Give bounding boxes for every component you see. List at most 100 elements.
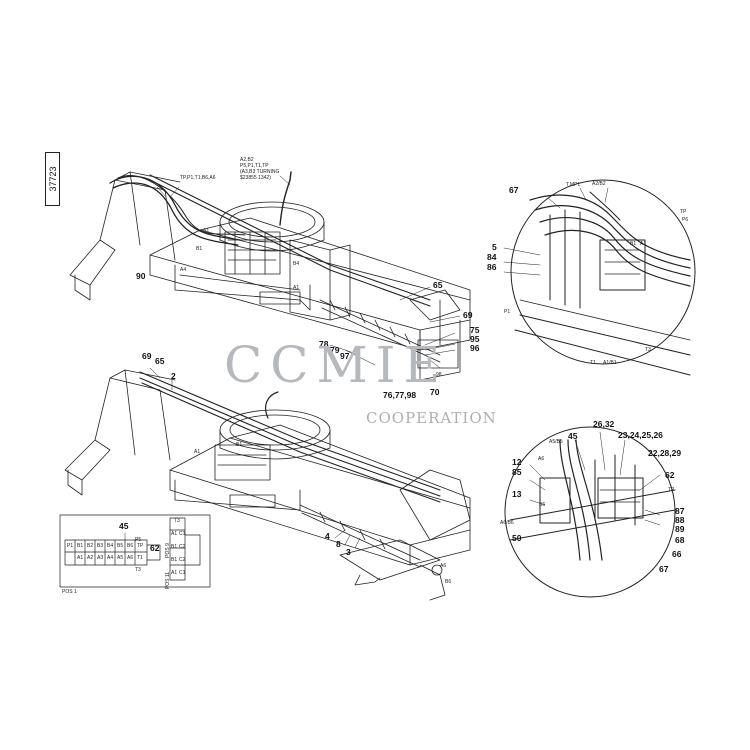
sheet-number-box: 37723 [45,152,60,206]
watermark-sub: COOPERATION [366,409,497,427]
schematic-port-a-5: A5 [117,555,124,561]
schematic-side-bottom: T3 [135,567,141,573]
hose-group-b-label-3: (A3,B3 TURNING [240,169,280,175]
detail-bottom-drawing [504,426,676,598]
port-a1b1-detail: A1/B1 [603,360,617,366]
port-a5b5: A5/B5 [549,439,563,445]
port-b4-top: B4 [293,261,300,267]
schematic-pos1: POS 1 [62,589,77,595]
schematic-right-port-3: C2 [179,544,186,550]
port-b1-top: B1 [196,246,203,252]
schematic-callout-62: 62 [150,543,160,553]
callout-62-detail: 62 [665,470,675,480]
port-b6-detail: B6 [539,502,546,508]
callout-8: 8 [336,539,341,549]
port-p6-detail: P6 [682,217,689,223]
port-a1-bottom: A1 [194,449,201,455]
hose-group-b-label-2: P5,P1,T1,TP [240,163,269,169]
schematic-port-b-4: B4 [107,543,114,549]
callout-2: 2 [171,371,176,381]
callout-66: 66 [672,549,682,559]
port-tp-bottom: TP [668,487,675,493]
callout-3: 3 [346,547,351,557]
callout-45-detail: 45 [568,431,578,441]
schematic-right-port-1: C1 [179,531,186,537]
schematic-port-a-2: A2 [87,555,94,561]
hose-group-b-label-4: $23855 1342) [240,175,271,181]
callout-85: 85 [512,467,522,477]
port-a6b6: A6/B6 [500,520,514,526]
top-assembly-drawing [69,171,471,381]
hose-group-a-label: TP,P1,T1,B6,A6 [180,175,216,181]
schematic-callout-45: 45 [119,521,129,531]
port-a1-top: A1 [203,228,210,234]
port-b6-bottom: B6 [445,579,452,585]
schematic-right-top: T3 [174,518,180,524]
sheet-number: 37723 [47,166,58,192]
port-a6-bottom: A6 [440,563,447,569]
schematic-port-a-4: A4 [107,555,114,561]
schematic-port-b-6: B6 [127,543,134,549]
schematic-right-port-6: A1 [171,570,178,576]
callout-22-29: 22,28,29 [648,448,682,458]
port-t3-detail: T3 [645,347,651,353]
port-a1-detail: A1 [640,241,647,247]
schematic-right-port-7: C1 [179,570,186,576]
schematic-port-a-6: A6 [127,555,134,561]
callout-12: 12 [512,457,522,467]
watermark-main: CCMIE [224,336,448,394]
callout-5: 5 [492,242,497,252]
callout-69-top: 69 [463,310,473,320]
port-tmp1: T,MP1 [566,182,581,188]
callout-75: 75 [470,325,480,335]
schematic-port-b-3: B3 [97,543,104,549]
port-a1b-top: A1 [293,285,300,291]
port-a4-top: A4 [180,267,187,273]
port-tp-detail: TP [680,209,687,215]
schematic-port-b-1: B1 [77,543,84,549]
callout-79: 79 [330,345,340,355]
callout-84: 84 [487,252,497,262]
schematic-port-b-5: B5 [117,543,124,549]
port-b1-detail: B1 [630,241,637,247]
schematic-right-port-4: B1 [171,557,178,563]
schematic-right-port-5: C2 [179,557,186,563]
callout-95: 95 [470,334,480,344]
callout-65-top: 65 [433,280,443,290]
detail-top-drawing [503,179,696,376]
schematic-port-b-7: TP [137,543,144,549]
callout-67-bottom: 67 [659,564,669,574]
callout-23-26: 23,24,25,26 [618,430,663,440]
callout-87: 87 [675,506,685,516]
callout-86: 86 [487,262,497,272]
schematic-right-port-2: B1 [171,544,178,550]
schematic-port-b-0: P1 [67,543,74,549]
callout-96: 96 [470,343,480,353]
schematic-port-a-7: T1 [137,555,143,561]
callout-89: 89 [675,524,685,534]
schematic-side-top: P5 [135,537,142,543]
callout-65-bottom: 65 [155,356,165,366]
callout-88: 88 [675,515,685,525]
callout-70: 70 [430,387,440,397]
port-t1-detail: T1 [590,360,596,366]
callout-4: 4 [325,531,330,541]
schematic-right-port-0: A1 [171,531,178,537]
port-p1-detail: P1 [504,309,511,315]
callout-78: 78 [319,339,329,349]
schematic-port-a-3: A3 [97,555,104,561]
callout-69-bottom: 69 [142,351,152,361]
hose-group-b-label-1: A2,B2 [240,157,254,163]
callout-76-77-98: 76,77,98 [383,390,417,400]
callout-97: 97 [340,351,350,361]
callout-67-detail: 67 [509,185,519,195]
callout-98: 98 [436,372,442,378]
callout-50: 50 [512,533,522,543]
callout-68: 68 [675,535,685,545]
port-b1-bottom: B1 [236,442,243,448]
callout-13: 13 [512,489,522,499]
bottom-assembly-drawing [64,367,471,601]
port-a6-detail: A6 [538,456,545,462]
